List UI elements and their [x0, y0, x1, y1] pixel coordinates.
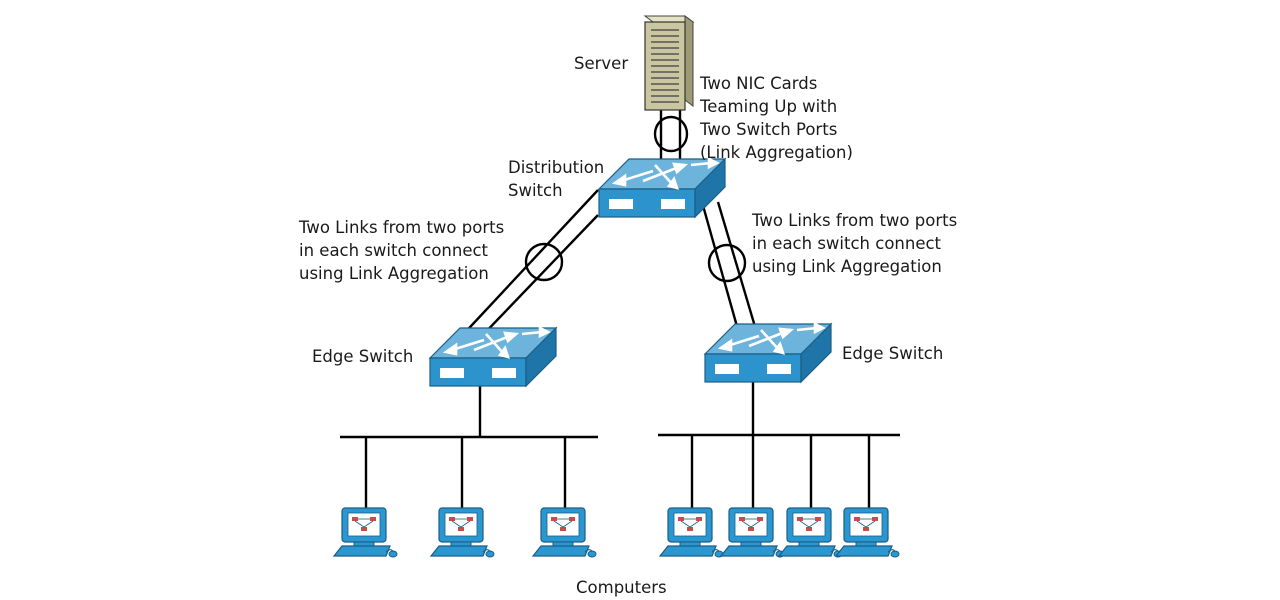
- right-link-aggregation-ring: [707, 243, 747, 283]
- nic-teaming-line-3: Two Switch Ports: [700, 120, 838, 139]
- right-link-note-line-1: Two Links from two ports: [752, 211, 958, 230]
- left-link-note-line-2: in each switch connect: [299, 241, 489, 260]
- computers-label: Computers: [576, 578, 667, 597]
- left-lan-bus: [340, 386, 598, 510]
- distribution-switch-label: Distribution Switch: [508, 156, 604, 202]
- edge-switch-left-icon: [428, 326, 558, 388]
- nic-teaming-line-4: (Link Aggregation): [700, 143, 853, 162]
- server-tower-icon: [643, 15, 695, 111]
- computer-icon: [778, 507, 843, 558]
- edge-switch-left-label: Edge Switch: [312, 347, 414, 366]
- left-link-note: Two Links from two ports in each switch …: [299, 216, 504, 285]
- computer-icon: [430, 507, 495, 558]
- left-aggregated-links: [457, 189, 599, 341]
- left-link-note-line-3: using Link Aggregation: [299, 264, 489, 283]
- nic-teaming-note: Two NIC Cards Teaming Up with Two Switch…: [700, 72, 853, 164]
- server-link-aggregation-ring: [653, 115, 689, 153]
- distribution-switch-line-1: Distribution: [508, 158, 605, 177]
- nic-teaming-line-2: Teaming Up with: [700, 97, 838, 116]
- left-link-aggregation-ring: [524, 242, 564, 282]
- computer-icon: [720, 507, 785, 558]
- computer-icon: [532, 507, 597, 558]
- edge-switch-right-label: Edge Switch: [842, 344, 944, 363]
- right-aggregated-links: [700, 201, 758, 331]
- right-link-note-line-2: in each switch connect: [752, 234, 942, 253]
- computer-icon: [333, 507, 398, 558]
- computer-icon: [835, 507, 900, 558]
- computer-icon: [659, 507, 724, 558]
- right-lan-bus: [658, 382, 900, 510]
- nic-teaming-line-1: Two NIC Cards: [700, 74, 818, 93]
- edge-switch-right-icon: [703, 322, 833, 384]
- right-link-note: Two Links from two ports in each switch …: [752, 209, 957, 278]
- distribution-switch-icon: [597, 157, 727, 219]
- distribution-switch-line-2: Switch: [508, 181, 563, 200]
- right-link-note-line-3: using Link Aggregation: [752, 257, 942, 276]
- server-label: Server: [574, 54, 629, 73]
- left-link-note-line-1: Two Links from two ports: [299, 218, 505, 237]
